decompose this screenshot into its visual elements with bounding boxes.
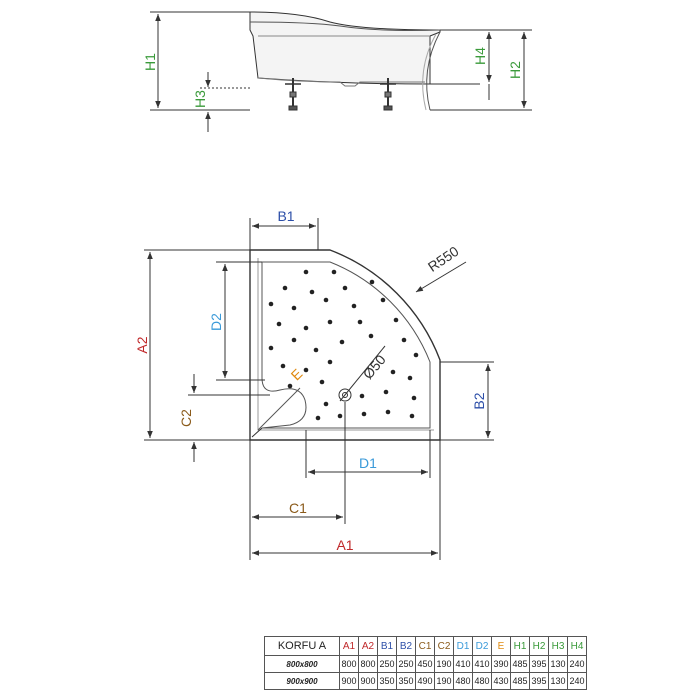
label-d1: D1 <box>359 455 377 471</box>
anti-slip-dots <box>268 269 419 421</box>
model-name: KORFU A <box>264 636 340 656</box>
cell: 190 <box>434 655 454 673</box>
header-c2: C2 <box>434 636 454 656</box>
label-radius: R550 <box>425 243 462 275</box>
label-h3: H3 <box>192 90 208 108</box>
label-drain: Ø50 <box>360 351 389 382</box>
header-h4: H4 <box>567 636 587 656</box>
cell: 240 <box>567 672 587 690</box>
label-a2: A2 <box>134 336 150 353</box>
cell: 350 <box>377 672 397 690</box>
header-h2: H2 <box>529 636 549 656</box>
cell: 485 <box>510 672 530 690</box>
cell: 130 <box>548 672 568 690</box>
row-size: 900x900 <box>264 672 340 690</box>
cell: 250 <box>377 655 397 673</box>
cell: 395 <box>529 672 549 690</box>
cell: 900 <box>339 672 359 690</box>
cell: 350 <box>396 672 416 690</box>
cell: 480 <box>453 672 473 690</box>
leg-right <box>380 78 396 111</box>
header-a2: A2 <box>358 636 378 656</box>
header-h3: H3 <box>548 636 568 656</box>
technical-drawing: H1 H3 H4 H2 <box>134 11 532 560</box>
cell: 395 <box>529 655 549 673</box>
header-e: E <box>491 636 511 656</box>
cell: 490 <box>415 672 435 690</box>
label-h1: H1 <box>142 53 158 71</box>
table-row: 800x800 800 800 250 250 450 190 410 410 … <box>264 655 587 673</box>
drain <box>338 345 386 402</box>
top-view <box>144 218 494 560</box>
cell: 250 <box>396 655 416 673</box>
header-b1: B1 <box>377 636 397 656</box>
header-a1: A1 <box>339 636 359 656</box>
cell: 485 <box>510 655 530 673</box>
header-d1: D1 <box>453 636 473 656</box>
header-d2: D2 <box>472 636 492 656</box>
cell: 450 <box>415 655 435 673</box>
label-b2: B2 <box>471 392 487 409</box>
cell: 410 <box>472 655 492 673</box>
cell: 480 <box>472 672 492 690</box>
cell: 800 <box>339 655 359 673</box>
cell: 430 <box>491 672 511 690</box>
cell: 190 <box>434 672 454 690</box>
label-h4: H4 <box>472 47 488 65</box>
label-a1: A1 <box>336 537 353 553</box>
cell: 390 <box>491 655 511 673</box>
side-view <box>150 11 532 132</box>
cell: 410 <box>453 655 473 673</box>
dimensions-table: KORFU A A1 A2 B1 B2 C1 C2 D1 D2 E H1 H2 … <box>264 636 587 690</box>
cell: 130 <box>548 655 568 673</box>
label-h2: H2 <box>507 61 523 79</box>
label-b1: B1 <box>277 208 294 224</box>
header-h1: H1 <box>510 636 530 656</box>
cell: 900 <box>358 672 378 690</box>
label-e: E <box>288 366 306 384</box>
table-header-row: KORFU A A1 A2 B1 B2 C1 C2 D1 D2 E H1 H2 … <box>264 636 587 656</box>
label-d2: D2 <box>208 313 224 331</box>
row-size: 800x800 <box>264 655 340 673</box>
label-c2: C2 <box>178 409 194 427</box>
table-row: 900x900 900 900 350 350 490 190 480 480 … <box>264 672 587 690</box>
label-c1: C1 <box>289 500 307 516</box>
leg-left <box>285 78 301 111</box>
header-b2: B2 <box>396 636 416 656</box>
cell: 240 <box>567 655 587 673</box>
header-c1: C1 <box>415 636 435 656</box>
cell: 800 <box>358 655 378 673</box>
